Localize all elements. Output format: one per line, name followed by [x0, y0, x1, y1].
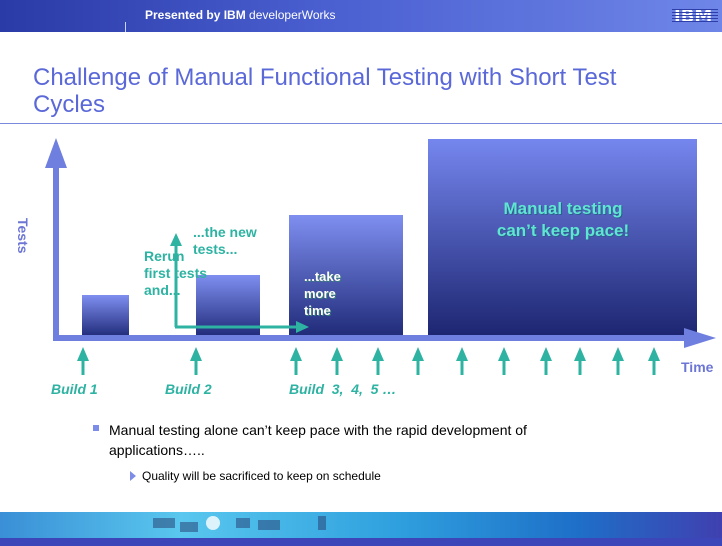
build-arrow — [540, 347, 552, 375]
rerun-arrow-right-head — [296, 321, 309, 333]
footer-decor — [153, 518, 175, 528]
y-axis-arrow — [45, 138, 67, 168]
build-arrows — [77, 347, 660, 375]
header-bar: Presented by IBM developerWorks IBM — [0, 0, 722, 32]
bullet-sub-text: Quality will be sacrificed to keep on sc… — [142, 469, 381, 483]
y-axis-label: Tests — [15, 218, 31, 254]
page-title: Challenge of Manual Functional Testing w… — [33, 64, 617, 118]
build-arrow — [77, 347, 89, 375]
footer-decor — [236, 518, 250, 528]
annotation-pace-line-1: Manual testing — [503, 199, 623, 218]
footer-band — [0, 538, 722, 546]
annotation-rerun-line-3: and... — [144, 282, 181, 298]
bullet-main: Manual testing alone can’t keep pace wit… — [93, 420, 529, 460]
ibm-logo-mark: IBM — [672, 6, 718, 27]
build-arrow — [456, 347, 468, 375]
ibm-logo: IBM — [672, 4, 718, 27]
header-divider — [125, 22, 126, 32]
bullet-triangle-icon — [130, 471, 136, 481]
build-arrow — [190, 347, 202, 375]
build-arrow — [498, 347, 510, 375]
bar-build-3 — [289, 215, 403, 337]
annotation-cant-keep-pace: Manual testing can’t keep pace! — [440, 198, 686, 242]
bullet-sub: Quality will be sacrificed to keep on sc… — [130, 469, 381, 483]
annotation-new-tests-line-1: ...the new — [193, 224, 257, 240]
footer-decor — [206, 516, 220, 530]
build-label-2: Build 2 — [165, 381, 212, 397]
annotation-take-line-2: more — [304, 286, 336, 301]
build-arrow — [331, 347, 343, 375]
x-axis-arrow — [684, 328, 716, 348]
footer-decor — [258, 520, 280, 530]
annotation-take-more-time: ...take more time — [304, 268, 341, 319]
annotation-rerun: Rerun first tests and... — [144, 248, 207, 299]
build-arrow — [290, 347, 302, 375]
footer-decor — [318, 516, 326, 530]
annotation-new-tests: ...the new tests... — [191, 224, 259, 258]
build-arrow — [412, 347, 424, 375]
build-arrow — [648, 347, 660, 375]
bullet-square-icon — [93, 425, 99, 431]
bullet-main-text: Manual testing alone can’t keep pace wit… — [109, 422, 527, 458]
annotation-rerun-line-2: first tests — [144, 265, 208, 281]
title-divider — [0, 123, 722, 124]
presented-by-text: Presented by IBM developerWorks — [145, 8, 336, 22]
bar-build-4-5 — [428, 139, 697, 337]
build-label-3-4-5: Build 3, 4, 5 … — [289, 381, 397, 397]
build-arrow — [612, 347, 624, 375]
bar-build-1 — [82, 295, 129, 337]
footer-banner — [0, 512, 722, 546]
annotation-take-line-3: time — [304, 303, 331, 318]
x-axis-label: Time — [681, 359, 714, 375]
build-label-1: Build 1 — [51, 381, 98, 397]
annotation-rerun-line-1: Rerun — [144, 248, 185, 264]
annotation-new-tests-line-2: tests... — [193, 241, 238, 257]
diagram — [45, 138, 716, 375]
annotation-pace-line-2: can’t keep pace! — [496, 221, 630, 240]
build-arrow — [372, 347, 384, 375]
annotation-take-line-1: ...take — [304, 269, 341, 284]
rerun-arrow-up-head — [170, 233, 182, 246]
footer-decor — [180, 522, 198, 532]
build-arrow — [574, 347, 586, 375]
